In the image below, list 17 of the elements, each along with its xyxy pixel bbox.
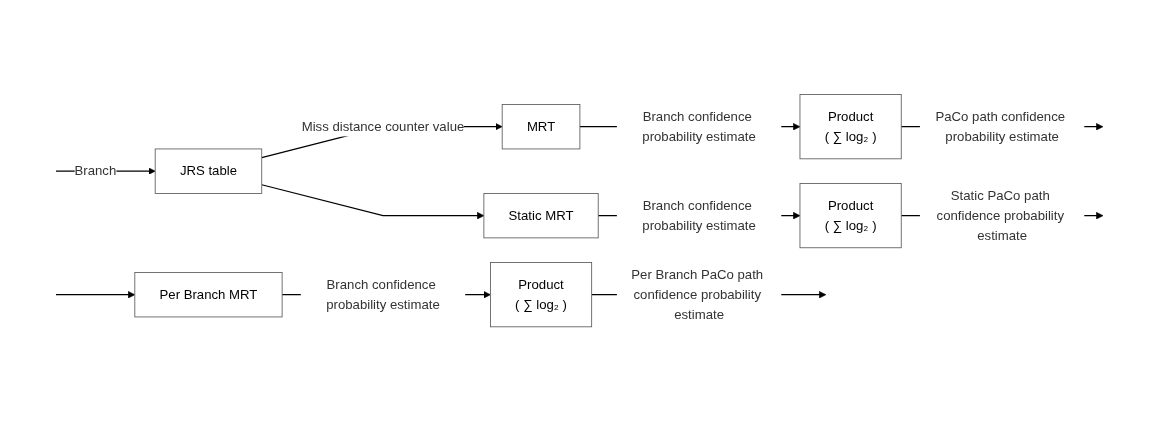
edge-label: Branch confidence probability estimate xyxy=(326,277,440,311)
edge-label: Per Branch PaCo path confidence probability estimate xyxy=(631,267,764,321)
node-box: Product ( ∑ log₂ ) xyxy=(799,182,902,248)
edge-label: PaCo path confidence probability estimate xyxy=(935,109,1066,143)
arrow xyxy=(261,183,485,220)
node-box: Per Branch MRT xyxy=(134,271,283,318)
node-box: Product ( ∑ log₂ ) xyxy=(490,261,593,328)
edge-label: Branch confidence probability estimate xyxy=(642,109,756,143)
edge-label: Miss distance counter value xyxy=(301,119,465,134)
node-box: JRS table xyxy=(154,148,263,194)
edge-label: Branch xyxy=(74,163,117,178)
node-box: Static MRT xyxy=(483,192,599,239)
edge-label: Static PaCo path confidence probability estimate xyxy=(936,188,1064,242)
node-box: Product ( ∑ log₂ ) xyxy=(799,93,902,160)
edge-label: Branch confidence probability estimate xyxy=(642,198,756,232)
node-box: MRT xyxy=(501,103,581,150)
arrow xyxy=(55,290,136,299)
